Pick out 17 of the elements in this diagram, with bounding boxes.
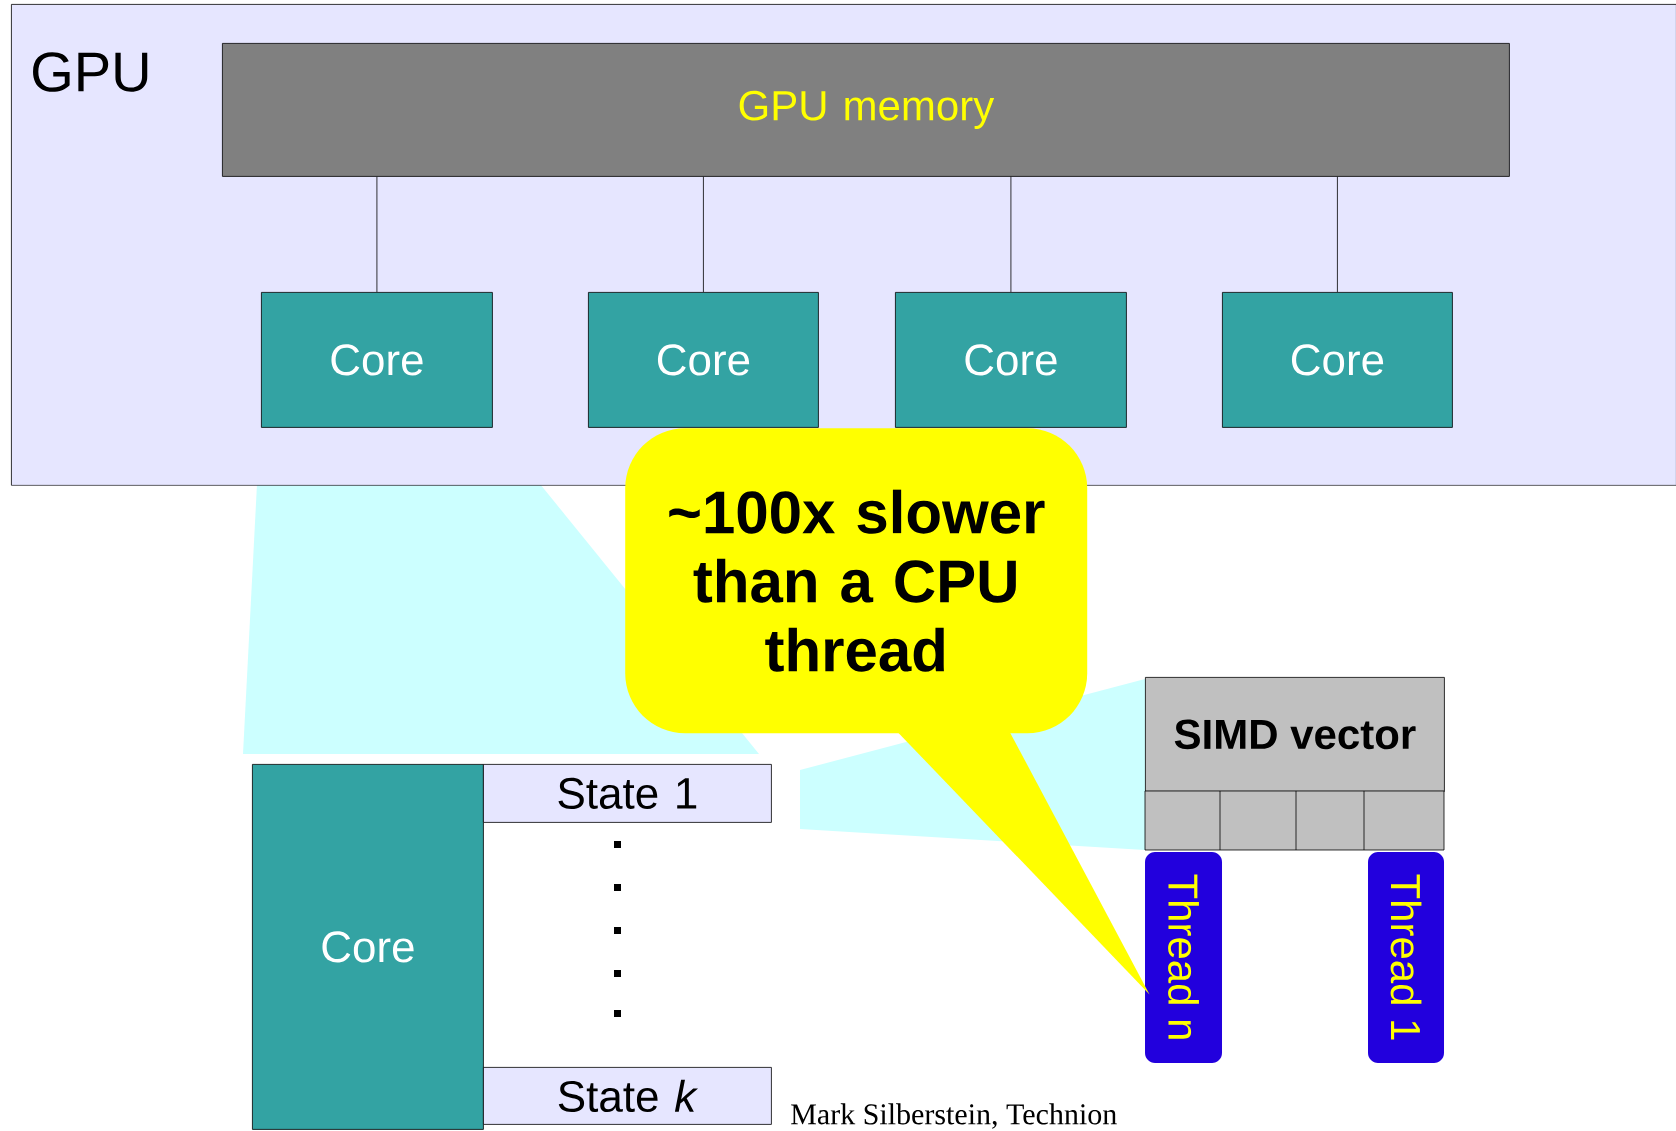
core-box: Core (1222, 292, 1453, 428)
callout-tail (898, 732, 1150, 995)
core-box: Core (588, 292, 819, 428)
thread-box: Thread 1 (1368, 852, 1444, 1063)
core-box: Core (252, 764, 484, 1130)
memory-box: GPU memory (222, 43, 1510, 177)
connector-line (1337, 176, 1338, 293)
connector-line (376, 176, 378, 293)
connector-line (1010, 176, 1012, 293)
simd-vector-box: SIMD vector (1144, 677, 1445, 851)
footer-text: Mark Silberstein, Technion (791, 1103, 1117, 1129)
thread-box: Thread n (1145, 852, 1222, 1063)
state-box: State k (483, 1067, 772, 1125)
core-box: Core (895, 292, 1127, 428)
connector-line (703, 176, 704, 293)
state-box: State 1 (483, 764, 772, 823)
core-box: Core (261, 292, 493, 428)
